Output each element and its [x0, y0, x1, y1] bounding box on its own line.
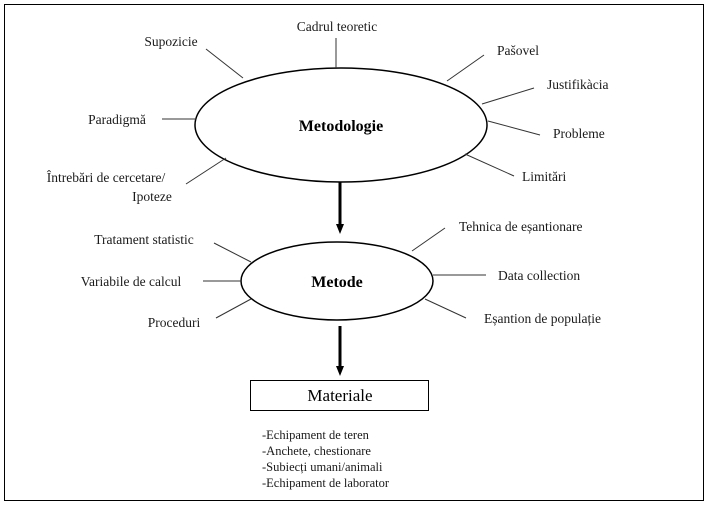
- connector-supozicie: [205, 48, 244, 79]
- diagram-frame: [4, 4, 704, 501]
- methods-title: Metode: [311, 274, 363, 291]
- connector-justifikacia: [481, 87, 535, 105]
- materials-item: -Echipament de teren: [262, 428, 370, 442]
- connector-esantion: [424, 298, 467, 319]
- connector-pasovel: [446, 54, 485, 82]
- connector-intrebari: [185, 157, 227, 185]
- label-tratament-statistic: Tratament statistic: [94, 232, 194, 247]
- materials-box: [250, 380, 429, 411]
- materials-item: -Echipament de laborator: [262, 476, 390, 490]
- materials-item: -Anchete, chestionare: [262, 444, 371, 458]
- label-variabile-de-calcul: Variabile de calcul: [81, 274, 182, 289]
- connector-limitari: [464, 153, 515, 177]
- label-supozicie: Supozicie: [144, 34, 197, 49]
- label-probleme: Probleme: [553, 126, 605, 141]
- label-paradigma: Paradigmă: [88, 112, 146, 127]
- label-tehnica-esantionare: Tehnica de eșantionare: [459, 219, 583, 234]
- label-intrebari: Întrebări de cercetare/: [47, 170, 166, 185]
- label-cadrul-teoretic: Cadrul teoretic: [297, 19, 378, 34]
- label-proceduri: Proceduri: [148, 315, 201, 330]
- label-data-collection: Data collection: [498, 268, 580, 283]
- label-esantion-populatie: Eșantion de populație: [484, 311, 601, 326]
- connector-tehnica: [411, 227, 446, 252]
- label-ipoteze: Ipoteze: [132, 189, 172, 204]
- materials-item: -Subiecți umani/animali: [262, 460, 383, 474]
- label-limitari: Limitări: [522, 169, 566, 184]
- connector-probleme: [487, 120, 541, 136]
- connector-tratament: [213, 242, 252, 263]
- label-pasovel: Pašovel: [497, 43, 539, 58]
- connector-proceduri: [215, 298, 252, 319]
- materials-title: Materiale: [307, 386, 372, 405]
- methodology-title: Metodologie: [299, 118, 383, 135]
- label-justifikacia: Justifikàcia: [547, 77, 608, 92]
